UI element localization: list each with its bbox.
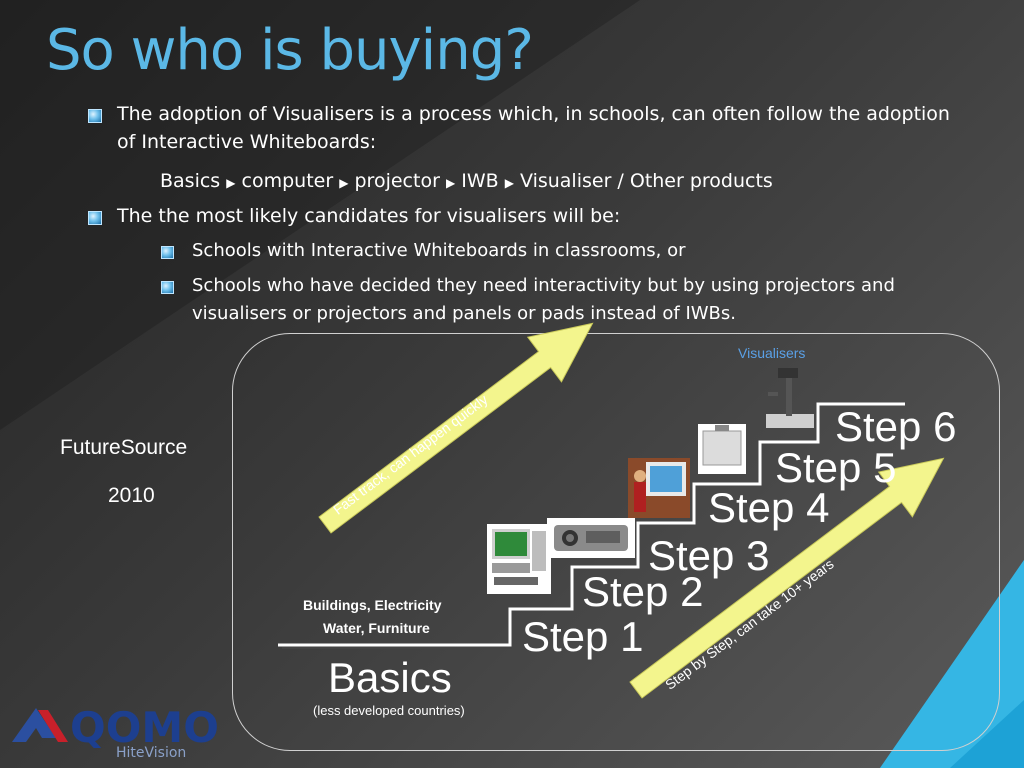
step-label: Step 6 [835, 403, 957, 450]
basics-label: Basics [328, 654, 452, 701]
source-label: FutureSource [60, 436, 188, 459]
bullet-text-2: The the most likely candidates for visua… [117, 205, 621, 227]
sequence-item: computer [241, 170, 334, 192]
adoption-sequence: Basics ▶ computer ▶ projector ▶ IWB ▶ Vi… [160, 167, 773, 197]
visualiser-icon [766, 368, 814, 428]
step-label: Step 4 [708, 484, 830, 531]
logo-brand: QOMO [70, 703, 219, 752]
triangle-right-icon: ▶ [226, 176, 236, 190]
projector-icon [547, 518, 635, 558]
visualisers-label: Visualisers [738, 345, 806, 361]
qomo-logo-icon: QOMO HiteVision [12, 703, 219, 760]
diagram-frame [232, 333, 1000, 751]
interactive-whiteboard-icon [698, 424, 746, 474]
triangle-right-icon: ▶ [339, 176, 349, 190]
sequence-item: Visualiser / Other products [519, 170, 773, 192]
step-label: Step 5 [775, 444, 897, 491]
step-label: Step 1 [522, 613, 644, 660]
step-label: Step 3 [648, 532, 770, 579]
basics-top-line-1: Buildings, Electricity [303, 597, 442, 613]
bullet-icon [88, 211, 102, 225]
basics-top-line-2: Water, Furniture [323, 620, 430, 636]
sequence-item: IWB [461, 170, 499, 192]
step-label: Step 2 [582, 568, 704, 615]
sub-bullet-text-1: Schools with Interactive Whiteboards in … [192, 240, 686, 261]
page-title: So who is buying? [46, 18, 534, 83]
sequence-item: Basics [160, 170, 221, 192]
bullet-text-1b: of Interactive Whiteboards: [117, 131, 377, 153]
year-label: 2010 [108, 484, 155, 507]
bullet-icon [88, 109, 102, 123]
triangle-right-icon: ▶ [445, 176, 456, 190]
triangle-right-icon: ▶ [504, 176, 514, 190]
sequence-item: projector [354, 170, 440, 192]
sub-bullet-text-2a: Schools who have decided they need inter… [192, 275, 895, 296]
bullet-icon [161, 246, 174, 259]
whiteboard-teacher-icon [628, 458, 690, 518]
sub-bullet-text-2b: visualisers or projectors and panels or … [192, 303, 737, 324]
computer-icon [487, 524, 551, 594]
logo-sub: HiteVision [116, 745, 186, 760]
bullet-text-1a: The adoption of Visualisers is a process… [117, 103, 950, 125]
bullet-icon [161, 281, 174, 294]
basics-sub-label: (less developed countries) [313, 703, 465, 718]
